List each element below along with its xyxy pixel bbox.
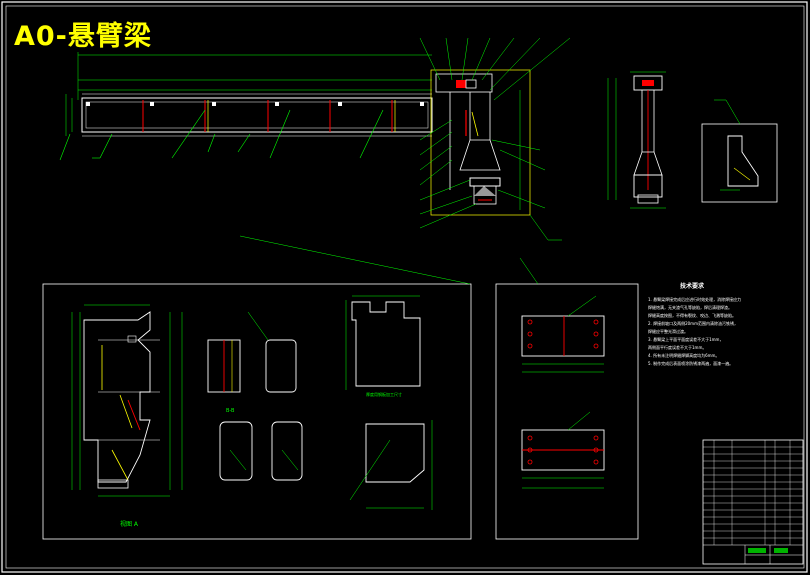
tech-heading: 技术要求: [680, 282, 705, 290]
tech-line: 两侧面平行度误差不大于1mm。: [648, 344, 706, 350]
flange-view-bottom: [521, 411, 605, 489]
tech-line: 2. 焊接前坡口及两侧20mm范围内清除油污铁锈，: [648, 320, 738, 326]
detail-a-label: 视图 A: [120, 520, 139, 528]
plate-note-label: 厚度用钢板加工尺寸: [366, 391, 402, 397]
drawing-title: A0-悬臂梁: [14, 21, 152, 52]
tech-line: 焊缝饱满，无夹渣气孔等缺陷，焊后清理焊渣。: [648, 304, 732, 310]
tech-line: 4. 所有未注明焊缝焊脚高度均为6mm。: [648, 352, 719, 358]
part-details-panel: [42, 283, 472, 540]
tech-line: 5. 制作完成后表面喷涂防锈漆两遍，面漆一遍。: [648, 360, 733, 366]
tech-requirements: 技术要求 1. 悬臂梁焊接完成后应进行时效处理，消除焊接应力 焊缝饱满，无夹渣气…: [648, 282, 741, 366]
flange-views-panel: [495, 283, 639, 540]
end-plate-assembly: [419, 37, 571, 241]
tech-line: 焊缝高度按图，不得有裂纹、咬边、飞溅等缺陷。: [648, 312, 736, 318]
gusset-parts: [345, 295, 433, 510]
part-a-drawing: [71, 304, 183, 497]
flange-view-top: [521, 295, 605, 373]
small-plate-parts: [207, 311, 303, 481]
tech-line: 焊缝应平整光滑过渡。: [648, 328, 688, 334]
bracket-detail: [701, 99, 778, 203]
section-b-label: B-B: [226, 408, 235, 414]
main-beam-view: [59, 52, 433, 161]
side-view: [607, 71, 666, 209]
bill-of-materials: [702, 439, 804, 565]
tech-line: 3. 悬臂梁上平面平面度误差不大于1mm，: [648, 336, 723, 342]
tech-line: 1. 悬臂梁焊接完成后应进行时效处理，消除焊接应力: [648, 296, 741, 302]
inner-border: [5, 5, 805, 569]
